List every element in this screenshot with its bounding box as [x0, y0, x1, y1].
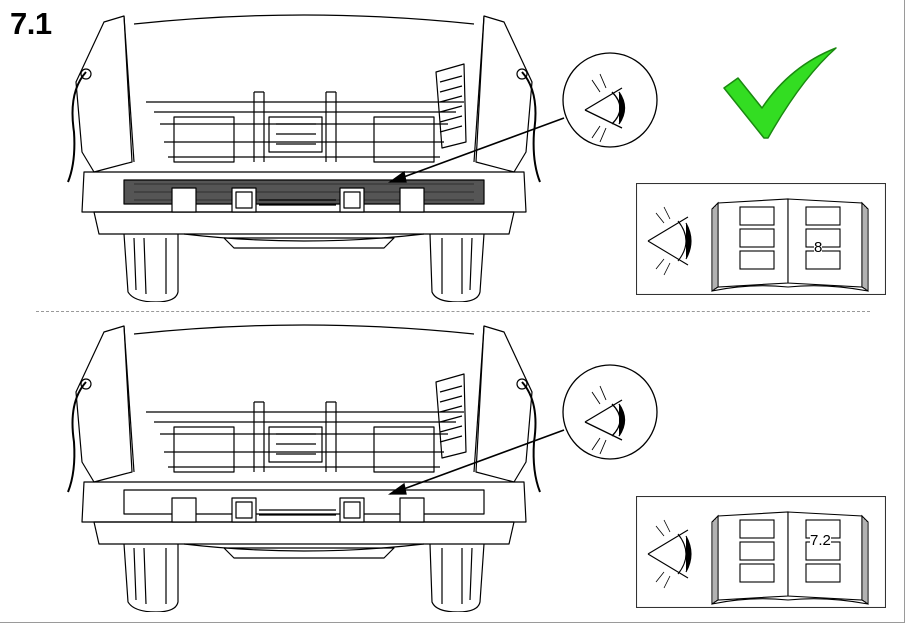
vehicle-rear-view-top: [64, 12, 544, 302]
manual-reference-panel-top: 8: [636, 183, 886, 295]
page-reference: 8: [814, 239, 823, 256]
eye-icon: [562, 364, 658, 460]
arrowhead-top: [387, 170, 407, 183]
section-divider: [36, 311, 870, 312]
step-number: 7.1: [10, 6, 52, 41]
page-reference: 7.2: [810, 532, 831, 549]
arrow-top: [389, 117, 565, 183]
vehicle-rear-view-bottom: [64, 322, 544, 612]
eye-icon: [647, 519, 692, 589]
arrowhead-bottom: [387, 482, 407, 495]
eye-icon: [562, 52, 658, 148]
arrow-bottom: [389, 429, 565, 495]
open-manual-icon: [711, 198, 869, 293]
eye-icon: [647, 206, 692, 276]
manual-reference-panel-bottom: 7.2: [636, 496, 886, 608]
open-manual-icon: [711, 511, 869, 606]
check-mark-icon: [723, 47, 837, 139]
